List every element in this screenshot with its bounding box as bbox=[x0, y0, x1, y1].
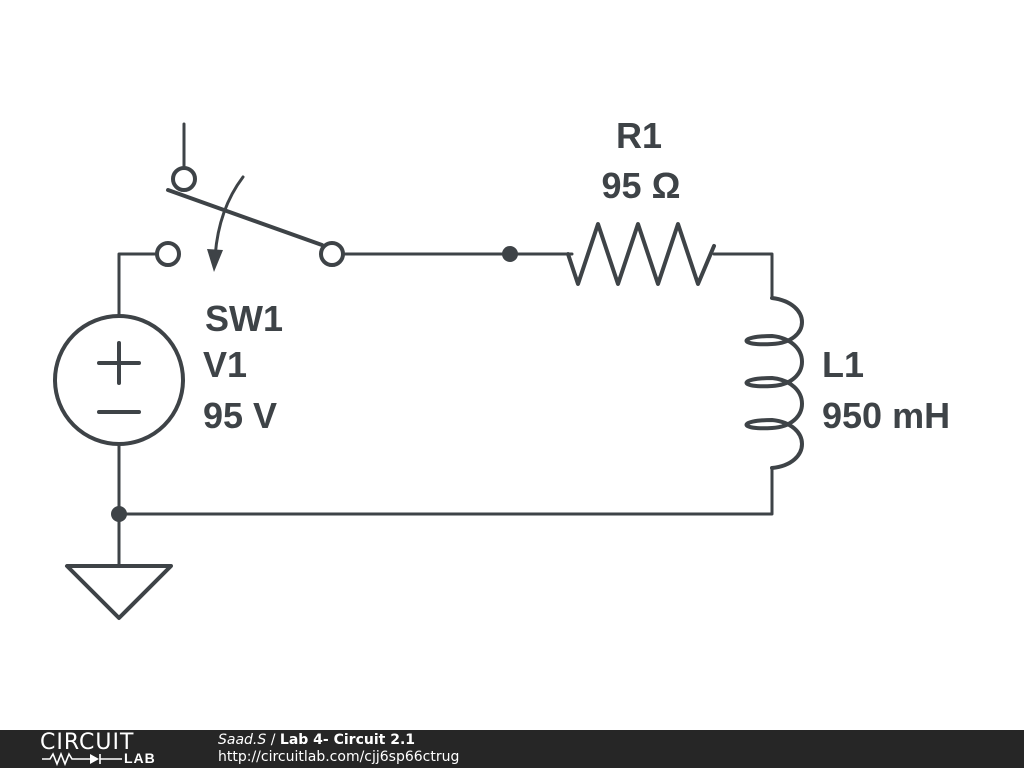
logo-resistor-diode-icon bbox=[42, 752, 122, 766]
wire-resistor-to-inductor bbox=[712, 252, 774, 300]
circuit-title[interactable]: Lab 4- Circuit 2.1 bbox=[279, 732, 416, 748]
circuit-url-link[interactable]: http://circuitlab.com/cjj6sp66ctrug bbox=[218, 749, 460, 765]
source-name-label: V1 bbox=[203, 344, 247, 385]
switch-terminal-top bbox=[171, 166, 197, 192]
switch-terminal-left bbox=[155, 241, 181, 267]
source-value-label: 95 V bbox=[203, 395, 277, 436]
switch-blade bbox=[166, 188, 324, 247]
switch-action-arrow bbox=[213, 175, 245, 260]
wire-source-top bbox=[117, 252, 157, 318]
resistor-name-label: R1 bbox=[616, 115, 662, 156]
switch-terminal-pivot bbox=[319, 241, 345, 267]
resistor-value-label: 95 Ω bbox=[602, 165, 681, 206]
logo-top-text: CIRCUIT bbox=[40, 730, 135, 755]
author-link[interactable]: Saad.S bbox=[218, 732, 267, 748]
wire-inductor-to-bottom bbox=[117, 466, 774, 516]
inductor-value-label: 950 mH bbox=[822, 395, 950, 436]
source-circle bbox=[53, 314, 185, 446]
footer-info: Saad.S / Lab 4- Circuit 2.1 http://circu… bbox=[218, 732, 459, 766]
voltage-source-v1[interactable] bbox=[53, 314, 185, 446]
switch-arrow-head-icon bbox=[207, 249, 223, 272]
switch-sw1[interactable] bbox=[155, 166, 345, 272]
logo-bottom-text: LAB bbox=[124, 750, 156, 766]
resistor-r1[interactable] bbox=[566, 222, 716, 286]
inductor-l1[interactable] bbox=[744, 296, 804, 470]
circuitlab-logo[interactable]: CIRCUIT LAB bbox=[40, 732, 180, 768]
ground-symbol-icon bbox=[65, 564, 173, 620]
circuit-schematic: SW1 V1 95 V R1 95 Ω L1 950 mH bbox=[53, 115, 950, 620]
footer-bar: CIRCUIT LAB Saad.S / Lab 4- Circuit 2.1 … bbox=[0, 730, 1024, 768]
junction-node-top bbox=[502, 246, 518, 262]
switch-name-label: SW1 bbox=[205, 298, 283, 339]
inductor-name-label: L1 bbox=[822, 344, 864, 385]
junction-node-ground bbox=[111, 506, 127, 522]
footer-separator: / bbox=[266, 732, 280, 748]
